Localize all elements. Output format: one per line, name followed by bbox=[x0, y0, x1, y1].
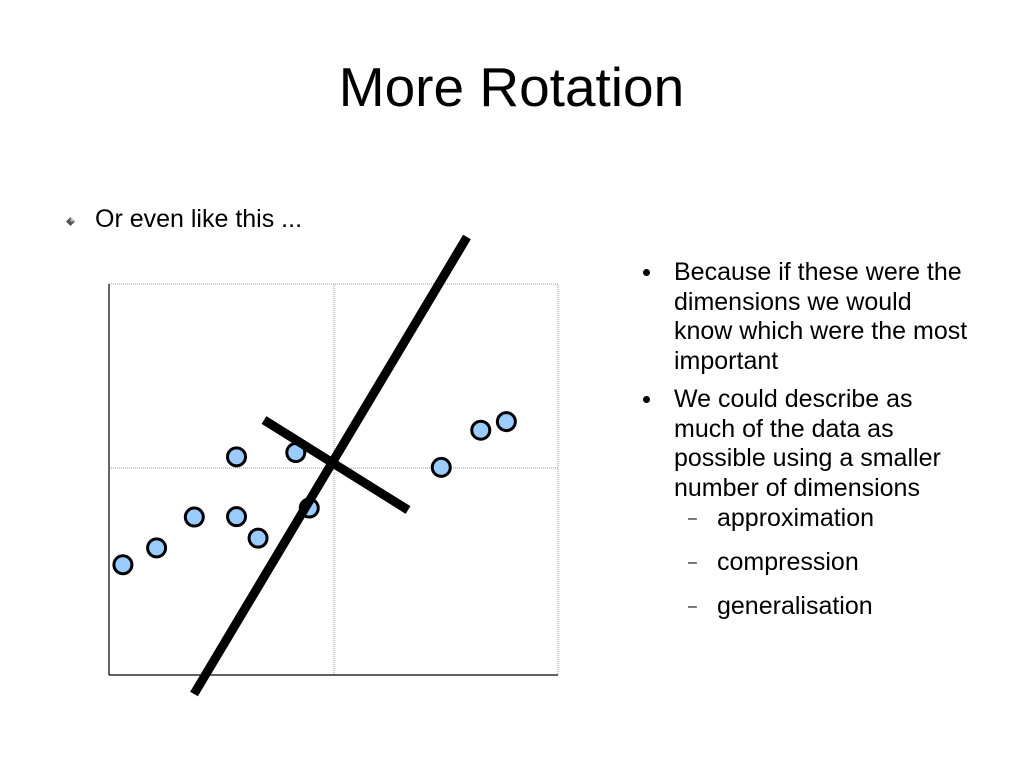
sub-bullet-text: compression bbox=[717, 547, 859, 576]
bullet-list: Because if these were the dimensions we … bbox=[640, 258, 970, 644]
intro-text: Or even like this ... bbox=[95, 204, 303, 233]
plot-frame bbox=[108, 283, 559, 676]
dash-bullet-icon: – bbox=[688, 509, 697, 527]
data-point bbox=[112, 554, 134, 576]
dash-bullet-icon: – bbox=[688, 553, 697, 571]
bullet-item: We could describe as much of the data as… bbox=[640, 385, 970, 636]
data-point bbox=[430, 456, 452, 478]
sub-bullet-item: – approximation bbox=[674, 504, 970, 548]
data-point bbox=[247, 527, 269, 549]
sub-bullet-text: approximation bbox=[717, 503, 875, 532]
sub-bullet-item: – generalisation bbox=[674, 592, 970, 636]
data-point bbox=[146, 537, 168, 559]
data-point bbox=[183, 506, 205, 528]
data-point bbox=[226, 506, 248, 528]
data-point bbox=[470, 419, 492, 441]
bullet-dot-icon bbox=[643, 269, 650, 276]
sub-bullet-item: – compression bbox=[674, 548, 970, 592]
bullet-text: Because if these were the dimensions we … bbox=[674, 258, 968, 376]
slide-title: More Rotation bbox=[338, 56, 685, 118]
sub-bullet-list: – approximation – compression – generalisat… bbox=[674, 504, 970, 636]
data-point bbox=[495, 411, 517, 433]
data-point bbox=[226, 446, 248, 468]
dash-bullet-icon: – bbox=[688, 597, 697, 615]
sub-bullet-text: generalisation bbox=[717, 591, 873, 620]
secondary-axis bbox=[261, 416, 411, 514]
intro-bullet: Or even like this ... bbox=[66, 201, 302, 237]
bullet-dot-icon bbox=[643, 395, 650, 403]
bullet-text: We could describe as much of the data as… bbox=[674, 384, 941, 502]
diamond-bullet-icon bbox=[66, 216, 75, 226]
data-points bbox=[112, 411, 517, 576]
bullet-item: Because if these were the dimensions we … bbox=[640, 258, 970, 377]
